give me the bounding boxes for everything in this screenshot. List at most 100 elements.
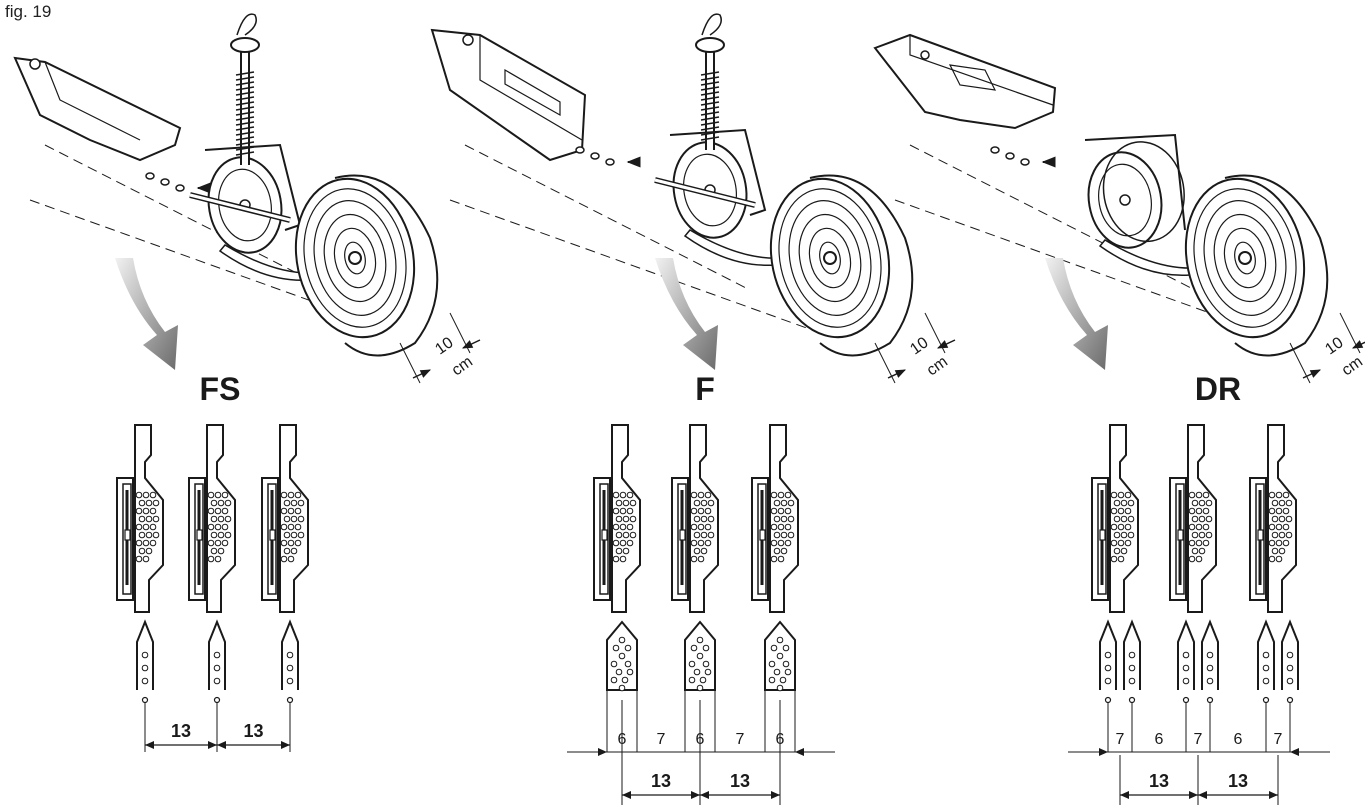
seed-dot bbox=[207, 491, 215, 499]
seed-dot bbox=[1195, 507, 1203, 515]
seed-dot bbox=[773, 531, 781, 539]
seed-dot bbox=[286, 677, 294, 685]
seed-dot bbox=[283, 499, 291, 507]
depth-wheel-icon bbox=[1084, 133, 1197, 276]
seed-dot bbox=[214, 539, 222, 547]
seed-dot bbox=[1110, 539, 1118, 547]
guide-line bbox=[44, 144, 331, 291]
seed-boot-icon bbox=[1091, 424, 1139, 613]
panel-title: DR bbox=[1195, 371, 1241, 407]
seed-dot bbox=[224, 499, 232, 507]
seed-dot bbox=[776, 684, 784, 692]
seed-dot bbox=[612, 491, 620, 499]
seed-dot bbox=[290, 515, 298, 523]
seed-dot bbox=[610, 660, 618, 668]
row-spacing-dimension: 13 bbox=[700, 771, 780, 799]
seed-dot bbox=[1275, 491, 1283, 499]
seed-dot bbox=[145, 531, 153, 539]
seed-dot bbox=[280, 507, 288, 515]
seed-dot bbox=[1195, 555, 1203, 563]
seed-dot bbox=[1120, 531, 1128, 539]
seed-dot bbox=[1117, 507, 1125, 515]
seed-dot bbox=[210, 547, 218, 555]
band-width-value: 6 bbox=[696, 731, 705, 748]
seed-dot bbox=[1282, 491, 1290, 499]
seed-dot bbox=[135, 507, 143, 515]
seed-dot bbox=[626, 539, 634, 547]
seed-dot bbox=[1120, 515, 1128, 523]
seed-dot bbox=[207, 555, 215, 563]
seed-dot bbox=[207, 523, 215, 531]
seed-dot bbox=[290, 499, 298, 507]
seed-dot bbox=[1278, 515, 1286, 523]
seed-dot bbox=[1195, 539, 1203, 547]
seed-dot bbox=[768, 660, 776, 668]
seed-dot bbox=[1110, 555, 1118, 563]
coulter-icon bbox=[13, 56, 182, 162]
seed-dot bbox=[1206, 677, 1214, 685]
seed-dot bbox=[1127, 515, 1135, 523]
seed-dot bbox=[1275, 539, 1283, 547]
seed-dot bbox=[145, 547, 153, 555]
seed-dot bbox=[1104, 677, 1112, 685]
seed-dot bbox=[1205, 515, 1213, 523]
seed-dot bbox=[690, 539, 698, 547]
seed-dot bbox=[149, 491, 157, 499]
seed-dot bbox=[1188, 507, 1196, 515]
seed-dot bbox=[135, 555, 143, 563]
seed-dot bbox=[787, 531, 795, 539]
arrow-icon bbox=[598, 748, 607, 756]
dimension-value: 13 bbox=[730, 771, 750, 791]
seed-row-marker bbox=[684, 620, 716, 805]
seed-dot bbox=[690, 555, 698, 563]
seed-dot bbox=[777, 507, 785, 515]
seed-dot bbox=[615, 547, 623, 555]
seed-dot bbox=[784, 507, 792, 515]
row-spacing-dimension: 13 bbox=[622, 771, 700, 799]
seed-dot bbox=[773, 668, 781, 676]
seed-dot bbox=[707, 515, 715, 523]
seed-dot bbox=[214, 491, 222, 499]
washer bbox=[1005, 152, 1015, 160]
washer bbox=[175, 184, 185, 192]
seed-dot bbox=[699, 676, 707, 684]
seed-dot bbox=[782, 660, 790, 668]
seed-dot bbox=[290, 531, 298, 539]
seed-dot bbox=[773, 499, 781, 507]
seed-dot bbox=[619, 539, 627, 547]
seed-dot bbox=[1124, 539, 1132, 547]
arrow-icon bbox=[1099, 748, 1108, 756]
seed-dot bbox=[287, 523, 295, 531]
band-width-value: 7 bbox=[736, 731, 745, 748]
seed-dot bbox=[221, 539, 229, 547]
seed-dot bbox=[1271, 515, 1279, 523]
seed-dot bbox=[1127, 499, 1135, 507]
seed-dot bbox=[1202, 539, 1210, 547]
seed-dot bbox=[1202, 491, 1210, 499]
seed-dot bbox=[780, 515, 788, 523]
dimension-unit: cm bbox=[924, 353, 951, 379]
coulter-icon bbox=[430, 28, 587, 162]
guide-line bbox=[909, 144, 1196, 291]
seed-dot bbox=[221, 523, 229, 531]
arrow-icon bbox=[655, 258, 718, 370]
seed-dot bbox=[287, 539, 295, 547]
seed-dot bbox=[622, 499, 630, 507]
seed-dot bbox=[784, 491, 792, 499]
seed-dot bbox=[707, 531, 715, 539]
washer bbox=[160, 178, 170, 186]
row-spacing-dimension: 13 bbox=[217, 721, 290, 749]
seed-dot bbox=[1182, 677, 1190, 685]
seed-dot bbox=[776, 652, 784, 660]
seed-dot bbox=[629, 531, 637, 539]
dimension-unit: cm bbox=[449, 353, 476, 379]
seed-dot bbox=[1117, 555, 1125, 563]
seed-dot bbox=[784, 539, 792, 547]
seed-dot bbox=[1268, 491, 1276, 499]
seed-dot bbox=[624, 644, 632, 652]
seed-dot bbox=[152, 499, 160, 507]
seed-dot bbox=[1286, 651, 1294, 659]
